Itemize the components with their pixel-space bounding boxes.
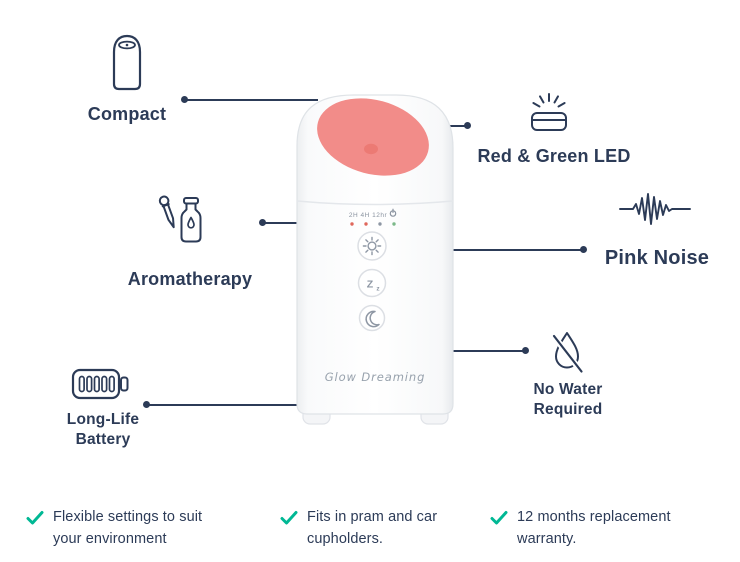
pink-noise-connector-line xyxy=(450,249,584,251)
device-illustration: 2H 4H 12hr xyxy=(296,94,454,425)
light-button xyxy=(357,231,387,261)
aromatherapy-icon xyxy=(158,195,202,243)
device-indicator-dots xyxy=(350,222,396,226)
oil-bottle-icon xyxy=(180,197,202,243)
red-green-led-icon xyxy=(531,93,567,131)
feature-warranty: 12 months replacement warranty. xyxy=(490,507,692,551)
aromatherapy-connector-line xyxy=(264,222,308,224)
red-green-led-label: Red & Green LED xyxy=(477,146,631,166)
device-seam-line xyxy=(296,200,454,206)
indicator-dot xyxy=(378,222,382,226)
brand-logo: Glow Dreaming xyxy=(325,370,426,384)
indicator-dot xyxy=(364,222,368,226)
device-mist-nozzle xyxy=(364,143,378,155)
device-led-top xyxy=(317,98,429,176)
no-water-icon xyxy=(552,332,583,373)
indicator-dot xyxy=(392,222,396,226)
check-icon xyxy=(280,511,298,525)
pink-noise-label: Pink Noise xyxy=(604,247,710,269)
sleep-z-small-icon: z xyxy=(376,286,380,293)
sun-icon xyxy=(362,236,382,256)
moon-icon xyxy=(365,310,380,328)
pink-noise-connector-dot xyxy=(580,246,587,253)
power-icon xyxy=(389,208,397,217)
battery-connector-dot xyxy=(143,401,150,408)
device-timer-labels: 2H 4H 12hr xyxy=(349,212,388,219)
compact-label: Compact xyxy=(87,104,167,124)
compact-icon xyxy=(112,34,142,91)
sleep-z-icon: Z xyxy=(367,279,374,291)
pink-noise-icon xyxy=(619,193,691,225)
check-icon xyxy=(490,511,508,525)
dropper-icon xyxy=(158,195,175,229)
compact-connector-dot xyxy=(181,96,188,103)
battery-connector-line xyxy=(148,404,310,406)
indicator-dot xyxy=(350,222,354,226)
sleep-sound-button: Z z xyxy=(357,268,387,298)
aromatherapy-label: Aromatherapy xyxy=(127,269,253,289)
no-water-connector-line xyxy=(448,350,526,352)
aromatherapy-connector-dot xyxy=(259,219,266,226)
battery-icon xyxy=(71,368,129,400)
check-icon xyxy=(26,511,44,525)
night-button xyxy=(358,304,386,332)
no-water-connector-dot xyxy=(522,347,529,354)
feature-text: Fits in pram and car cupholders. xyxy=(307,509,438,547)
no-water-label: No Water Required xyxy=(533,381,603,419)
compact-connector-line xyxy=(186,99,318,101)
battery-label: Long-Life Battery xyxy=(66,411,140,449)
feature-flexible-settings: Flexible settings to suit your environme… xyxy=(26,507,228,551)
feature-text: 12 months replacement warranty. xyxy=(517,509,671,547)
feature-cupholders: Fits in pram and car cupholders. xyxy=(280,507,467,551)
led-connector-dot xyxy=(464,122,471,129)
feature-text: Flexible settings to suit your environme… xyxy=(53,509,203,547)
